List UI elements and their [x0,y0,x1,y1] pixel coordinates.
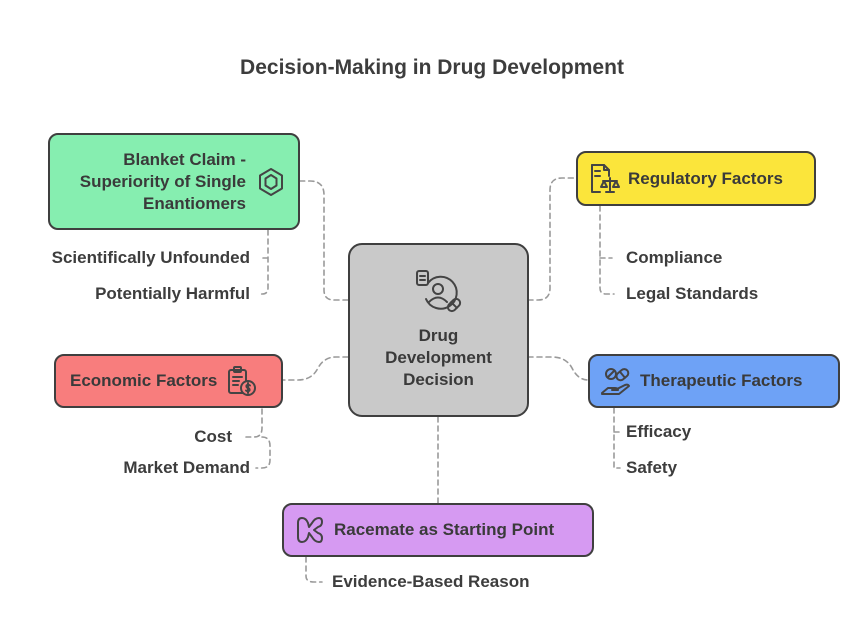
node-blanket-claim[interactable]: Blanket Claim - Superiority of Single En… [48,133,300,230]
leaf-compliance: Compliance [626,248,723,267]
node-regulatory-factors[interactable]: Regulatory Factors [576,151,816,206]
document-scales-icon [591,163,620,193]
blanket-label-line: Blanket Claim - [123,149,246,169]
connector-center-therapeutic [527,356,589,381]
center-node-drug-development-decision[interactable]: Drug Development Decision [348,243,529,417]
page-title: Decision-Making in Drug Development [240,56,624,79]
person-document-pill-icon [415,270,461,313]
leaf-market-demand: Market Demand [123,458,250,477]
connector-regulatory-children [599,205,615,295]
racemate-icon [297,517,323,543]
node-economic-factors[interactable]: Economic Factors [54,354,283,408]
leaf-potentially-harmful: Potentially Harmful [95,284,250,303]
hand-pills-icon [601,368,630,395]
connector-therapeutic-children [613,407,621,469]
connector-racemate-child [305,556,323,583]
clipboard-dollar-icon [228,366,257,396]
leaf-cost: Cost [194,427,232,446]
center-label-line: Decision [403,370,474,389]
connector-center-regulatory [527,177,577,301]
blanket-label-line: Enantiomers [143,193,246,213]
economic-label: Economic Factors [70,371,218,390]
connector-center-economic [282,356,349,381]
connector-economic-children [245,408,271,469]
leaf-evidence-based-reason: Evidence-Based Reason [332,572,530,591]
leaf-efficacy: Efficacy [626,422,692,441]
node-racemate-starting-point[interactable]: Racemate as Starting Point [282,503,594,557]
therapeutic-label: Therapeutic Factors [640,371,803,390]
racemate-label: Racemate as Starting Point [334,520,555,539]
connector-center-blanket [299,180,349,301]
blanket-label-line: Superiority of Single [79,171,246,191]
center-label-line: Development [385,348,492,367]
center-label-line: Drug [418,326,459,345]
leaf-scientifically-unfounded: Scientifically Unfounded [51,248,250,267]
hexagon-molecule-icon [259,167,283,196]
connector-blanket-children [257,229,269,295]
leaf-legal-standards: Legal Standards [626,284,759,303]
node-therapeutic-factors[interactable]: Therapeutic Factors [588,354,840,408]
regulatory-label: Regulatory Factors [628,168,783,188]
leaf-safety: Safety [626,458,678,477]
